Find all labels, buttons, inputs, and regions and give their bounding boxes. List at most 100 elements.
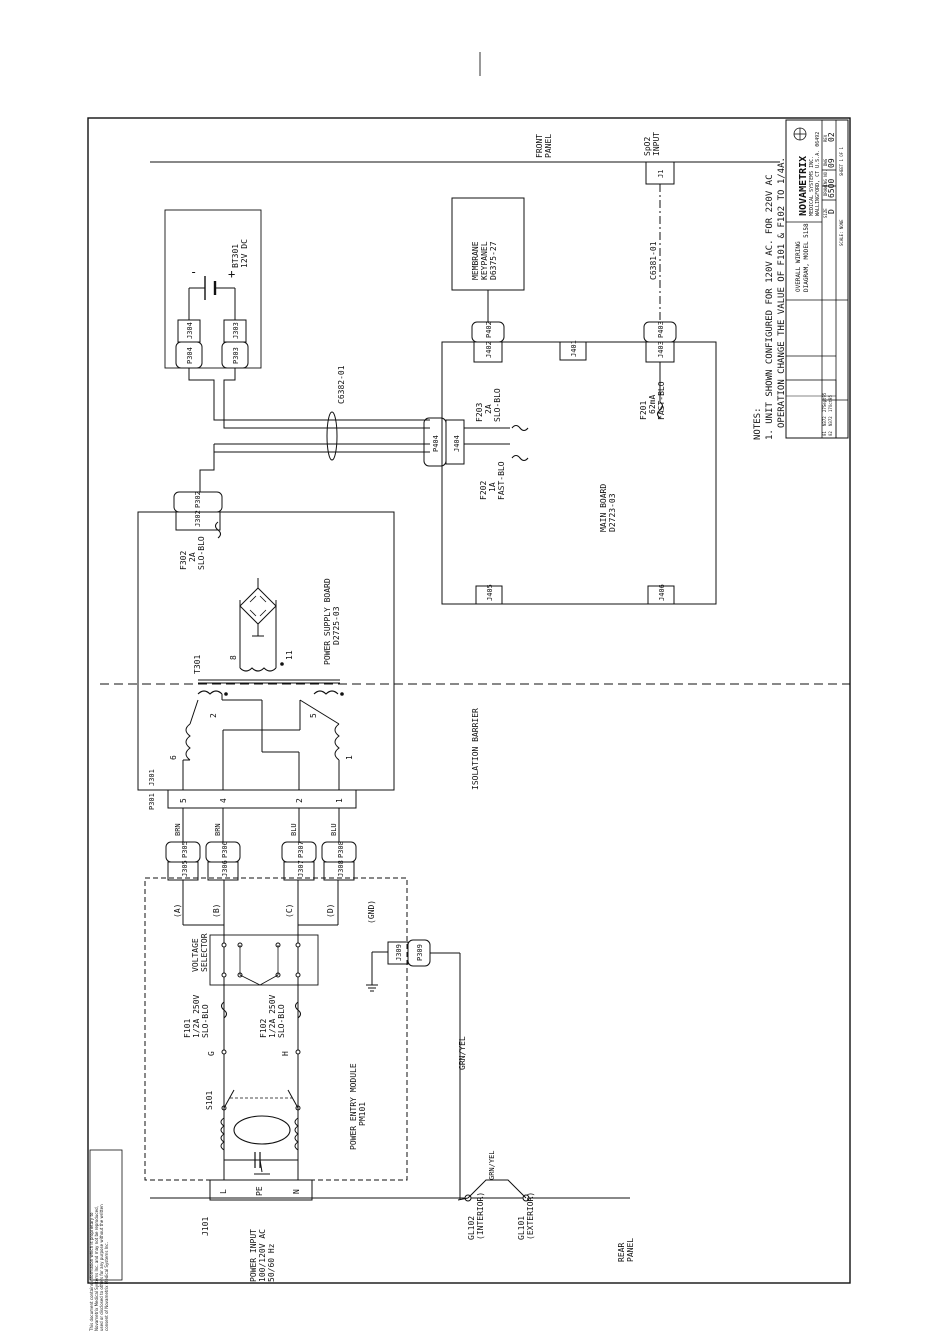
- svg-text:1: 1: [335, 798, 344, 803]
- battery-label: BT301 12V DC: [231, 239, 249, 268]
- f102-label: F102 1/2A 250V SLO-BLO: [259, 994, 286, 1038]
- rear-panel-label: REAR PANEL: [617, 1238, 635, 1262]
- svg-text:D6375-27: D6375-27: [489, 241, 498, 280]
- svg-text:J404: J404: [453, 435, 461, 452]
- svg-text:BT301: BT301: [231, 244, 240, 268]
- j401-connector: [559, 341, 587, 361]
- wire-color-4: BLU: [330, 823, 338, 836]
- svg-text:SLO-BLO: SLO-BLO: [493, 388, 502, 422]
- drawing-title-2: DIAGRAM, MODEL 5158: [803, 223, 810, 292]
- common-mode-choke-icon: [233, 1115, 291, 1145]
- svg-text:J305: J305: [181, 860, 189, 877]
- svg-text:1A: 1A: [488, 482, 497, 492]
- svg-text:P306: P306: [221, 841, 229, 858]
- svg-text:J303: J303: [232, 322, 240, 339]
- svg-text:8: 8: [229, 655, 238, 660]
- svg-text:MAIN BOARD: MAIN BOARD: [599, 484, 608, 532]
- svg-text:F302: F302: [179, 551, 188, 570]
- revision-row-1-date: 17Oct95: [828, 395, 833, 412]
- j101-pin-pe: PE: [255, 1186, 264, 1196]
- c6382-ferrite-icon: [326, 411, 338, 461]
- notes-block: NOTES: 1. UNIT SHOWN CONFIGURED FOR 120V…: [753, 157, 787, 440]
- svg-text:SELECTOR: SELECTOR: [200, 933, 209, 972]
- svg-text:WALLINGFORD, CT U.S.A. 06492: WALLINGFORD, CT U.S.A. 06492: [815, 132, 821, 216]
- j301-label: J301: [148, 769, 156, 786]
- svg-text:100/120V AC: 100/120V AC: [258, 1229, 267, 1282]
- f202-label: F202 1A FAST-BLO: [479, 461, 506, 500]
- svg-text:POWER INPUT: POWER INPUT: [249, 1229, 258, 1282]
- svg-text:J1: J1: [657, 170, 665, 178]
- j101-connector: [209, 1179, 313, 1201]
- notes-line-1: 1. UNIT SHOWN CONFIGURED FOR 120V AC. FO…: [765, 174, 775, 440]
- svg-text:P308: P308: [337, 841, 345, 858]
- svg-text:SLO-BLO: SLO-BLO: [201, 1004, 210, 1038]
- svg-text:P402: P402: [485, 321, 493, 338]
- svg-text:F102: F102: [259, 1019, 268, 1038]
- svg-text:SLO-BLO: SLO-BLO: [197, 536, 206, 570]
- svg-text:FRONT: FRONT: [535, 134, 544, 158]
- svg-text:FAST-BLO: FAST-BLO: [497, 461, 506, 500]
- svg-text:REV: REV: [823, 134, 828, 142]
- svg-text:GL102: GL102: [467, 1216, 476, 1240]
- f302-label: F302 2A SLO-BLO: [179, 536, 206, 570]
- p301-label: P301: [148, 793, 156, 810]
- svg-text:J406: J406: [658, 584, 666, 601]
- s101-label: S101: [205, 1091, 214, 1110]
- svg-text:PANEL: PANEL: [544, 134, 553, 158]
- svg-text:5: 5: [179, 798, 188, 803]
- svg-text:KEYPANEL: KEYPANEL: [480, 241, 489, 280]
- battery-minus: -: [190, 265, 197, 279]
- p302-plug: [173, 491, 223, 513]
- letter-b: (B): [212, 904, 221, 918]
- revision-row-1-rev: 02: [828, 431, 833, 436]
- svg-text:D2723-03: D2723-03: [608, 493, 617, 532]
- svg-text:12V DC: 12V DC: [240, 239, 249, 268]
- letter-a: (A): [173, 904, 182, 918]
- svg-text:MEMBRANE: MEMBRANE: [471, 241, 480, 280]
- svg-text:50/60 Hz: 50/60 Hz: [267, 1243, 276, 1282]
- svg-text:J403: J403: [657, 341, 665, 358]
- title-block: NOVAMETRIX MEDICAL SYSTEMS INC. WALLINGF…: [785, 119, 849, 439]
- revision-row-2-rev: 01: [822, 431, 827, 436]
- f203-label: F203 2A SLO-BLO: [475, 388, 502, 422]
- node-g: G: [207, 1051, 216, 1056]
- disclaimer-text: This document contains information which…: [89, 1204, 109, 1331]
- svg-text:P307: P307: [297, 841, 305, 858]
- letter-d: (D): [326, 904, 335, 918]
- svg-text:SIZE: SIZE: [823, 208, 828, 218]
- svg-text:DWG: DWG: [823, 158, 828, 166]
- svg-text:FAST-BLO: FAST-BLO: [657, 381, 666, 420]
- t301-primary-icon: [197, 690, 223, 695]
- revision-row-2-ecn: N372: [822, 416, 827, 426]
- svg-text:D2725-03: D2725-03: [332, 606, 341, 645]
- svg-text:P403: P403: [657, 321, 665, 338]
- svg-text:P305: P305: [181, 841, 189, 858]
- svg-text:J307: J307: [297, 860, 305, 877]
- svg-text:62mA: 62mA: [648, 395, 657, 414]
- battery-box: [164, 209, 262, 369]
- svg-text:P404: P404: [432, 435, 440, 452]
- drawing-sheet: SHEET 1 OF 1: [839, 147, 844, 176]
- f102-fuse-icon: [294, 1001, 302, 1019]
- j301-connector: [167, 789, 357, 809]
- svg-text:P309: P309: [416, 944, 424, 961]
- svg-text:J405: J405: [486, 584, 494, 601]
- company-logo-icon: [793, 127, 807, 141]
- svg-text:2A: 2A: [484, 404, 493, 414]
- notes-title: NOTES:: [753, 407, 763, 440]
- notes-line-2: OPERATION CHANGE THE VALUE OF F101 & F10…: [777, 157, 787, 428]
- drawing-scale: SCALE: NONE: [839, 219, 844, 246]
- grn-yel-label-2: GRN/YEL: [488, 1150, 496, 1180]
- pem-label: POWER ENTRY MODULE PM101: [349, 1063, 367, 1150]
- svg-text:4: 4: [219, 798, 228, 803]
- wire-color-1: BRN: [174, 823, 182, 836]
- j101-pin-l: L: [219, 1189, 228, 1194]
- svg-text:6: 6: [169, 755, 178, 760]
- svg-text:2A: 2A: [188, 552, 197, 562]
- p403-plug: [643, 321, 677, 343]
- f101-fuse-icon: [220, 1001, 228, 1019]
- svg-text:J401: J401: [570, 340, 578, 357]
- svg-text:F202: F202: [479, 481, 488, 500]
- j406-connector: [647, 585, 675, 605]
